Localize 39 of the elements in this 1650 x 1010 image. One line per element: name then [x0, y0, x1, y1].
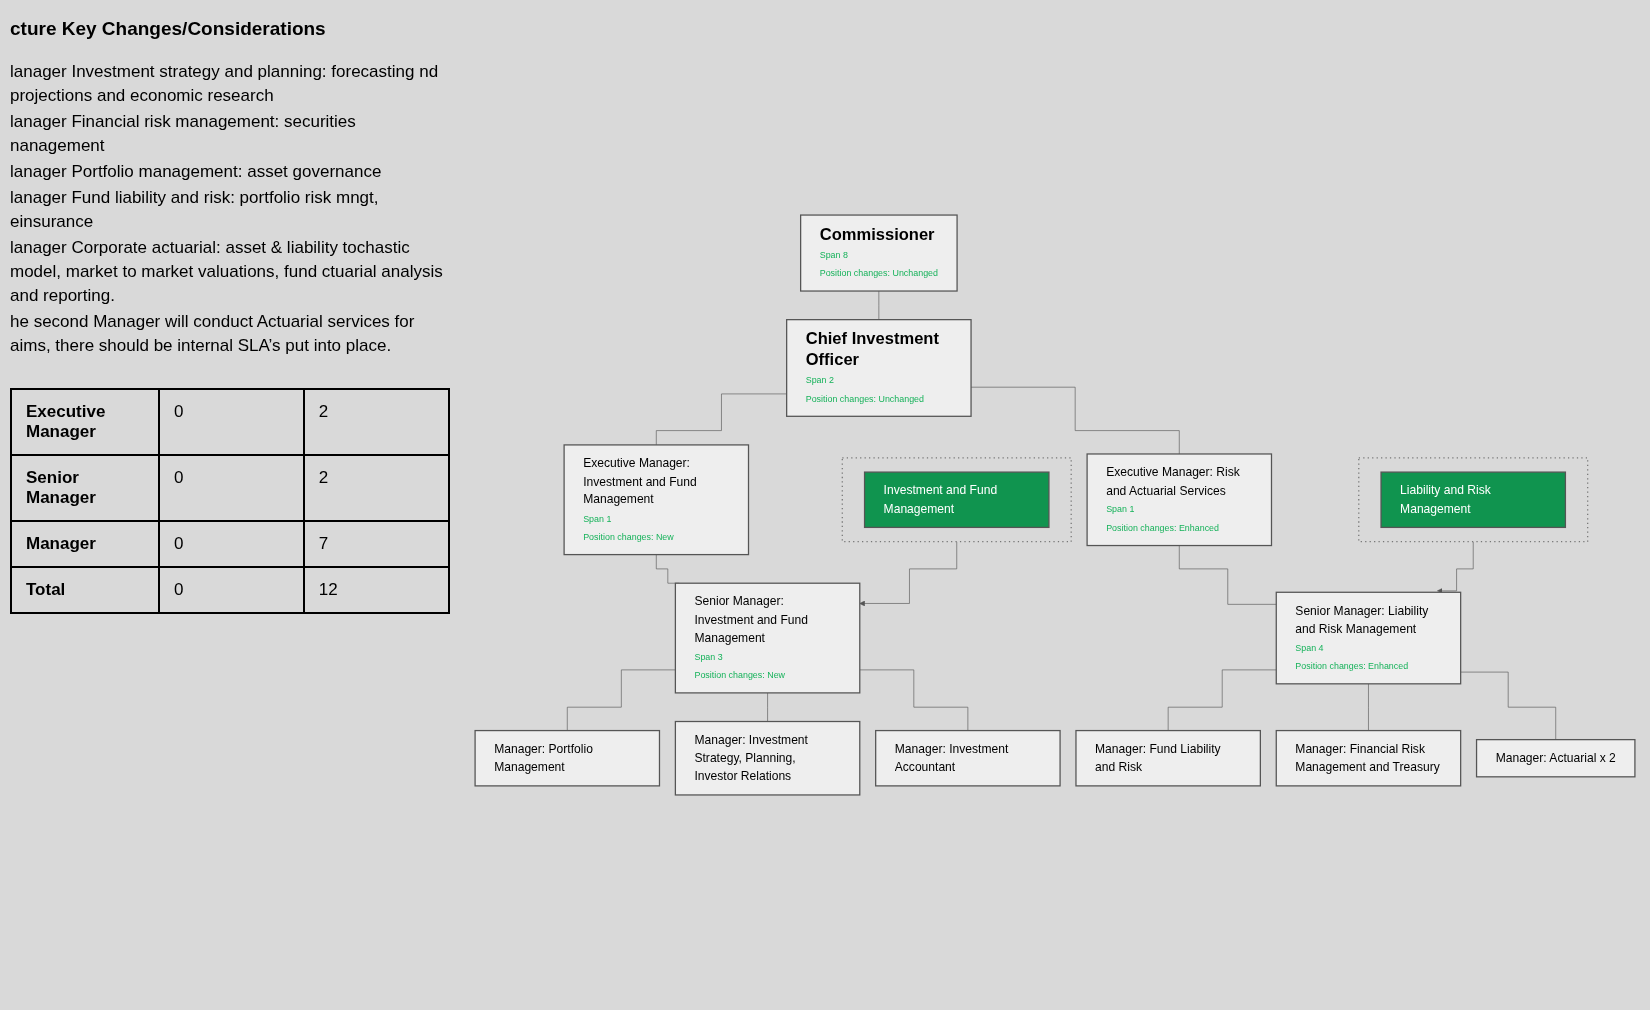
connector [767, 692, 768, 722]
row-header-cell: Senior Manager [11, 455, 160, 521]
connector [1167, 669, 1277, 731]
node-box: Manager: Investment Accountant [875, 729, 1061, 787]
table-cell: 2 [303, 389, 449, 455]
table-cell: 0 [159, 389, 304, 455]
note-text: lanager Corporate actuarial: asset & liability tochastic model, market to market valuations, fund ctuarial analysis and reporting. [10, 237, 444, 307]
table-cell: 7 [303, 521, 449, 567]
node-box: Manager: Financial Risk Management and Treasury [1275, 729, 1462, 787]
node-box: Manager: Actuarial x 2 [1475, 739, 1636, 778]
connector [1178, 545, 1277, 605]
table-cell: 12 [303, 567, 449, 613]
node-box: Manager: Portfolio Management [474, 729, 661, 787]
node-box: Executive Manager: Investment and Fund Management Span 1 Position changes: New [563, 444, 750, 556]
connector [1460, 671, 1557, 740]
node-box: Liability and Risk Management [1380, 471, 1567, 529]
row-header-cell: Manager [11, 521, 160, 567]
note-text: lanager Portfolio management: asset governance [10, 161, 383, 183]
node-box: Commissioner Span 8 Position changes: Unchanged [800, 214, 958, 292]
connector [1368, 683, 1369, 731]
node-box: Manager: Investment Strategy, Planning, Investor Relations [674, 720, 861, 796]
node-box: Executive Manager: Risk and Actuarial Services Span 1 Position changes: Enhanced [1086, 453, 1273, 547]
node-box: Senior Manager: Liability and Risk Management Span 4 Position changes: Enhanced [1275, 591, 1462, 685]
heading: cture Key Changes/Considerations [10, 18, 327, 40]
node-box: Senior Manager: Investment and Fund Management Span 3 Position changes: New [674, 582, 861, 694]
connector [859, 669, 969, 731]
connector [878, 290, 880, 320]
table-cell: 0 [159, 521, 304, 567]
table-cell: 2 [303, 455, 449, 521]
node-box: Chief Investment Officer Span 2 Position changes: Unchanged [786, 319, 972, 417]
note-text: he second Manager will conduct Actuarial services for aims, there should be internal SLA’s put into place. [10, 311, 416, 357]
connector [566, 669, 676, 731]
table-cell: 0 [159, 567, 304, 613]
table-cell: 0 [159, 455, 304, 521]
connector [656, 393, 787, 446]
node-box: Investment and Fund Management [863, 471, 1050, 529]
row-header-cell: Executive Manager [11, 389, 160, 455]
row-header-cell: Total [11, 567, 160, 613]
node-box: Manager: Fund Liability and Risk [1075, 729, 1261, 787]
